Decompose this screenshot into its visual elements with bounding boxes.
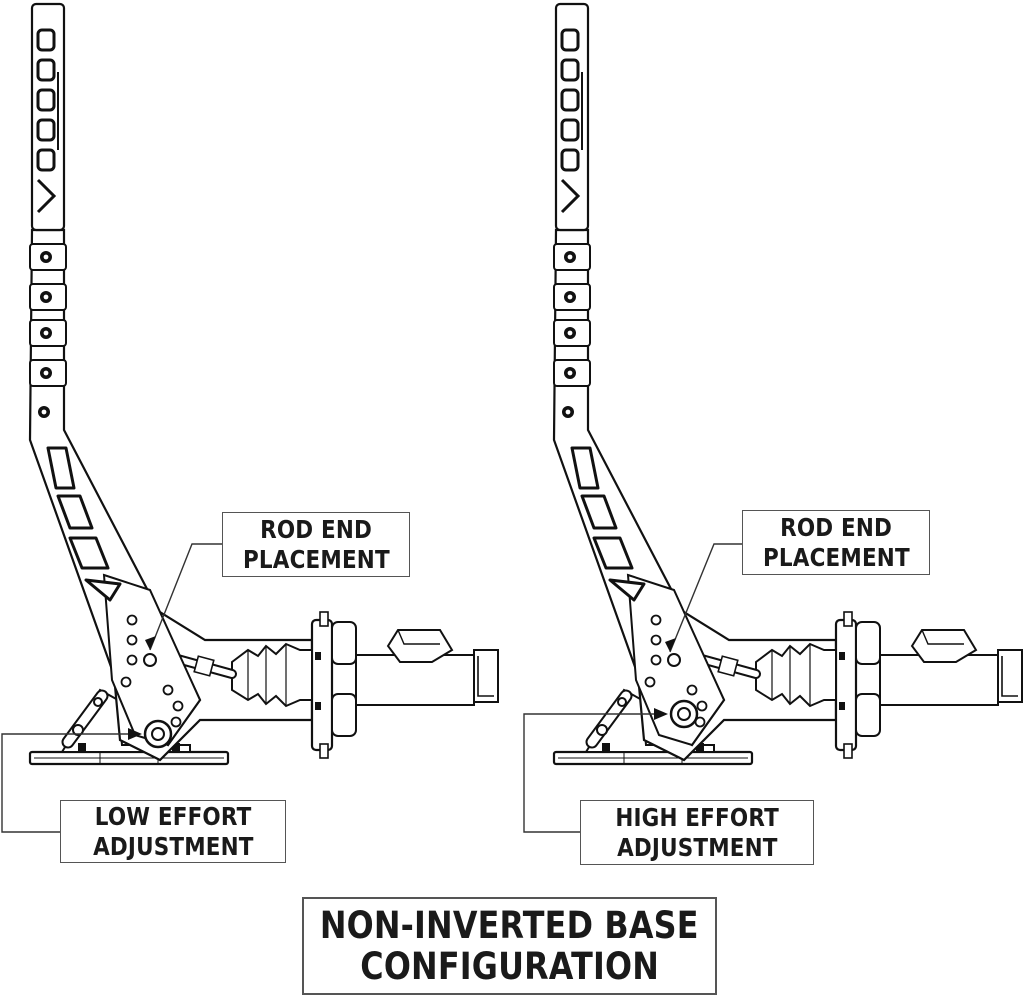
- callout-rod-end-right-line2: PLACEMENT: [762, 542, 910, 572]
- handbrake-right: [523, 4, 1022, 833]
- callout-high-effort-line1: HIGH EFFORT: [615, 803, 779, 832]
- callout-rod-end-right-line1: ROD END: [780, 513, 892, 542]
- callout-rod-end-left: ROD END PLACEMENT: [222, 512, 410, 577]
- callout-high-effort: HIGH EFFORT ADJUSTMENT: [580, 800, 814, 865]
- title-box: NON-INVERTED BASE CONFIGURATION: [302, 897, 717, 995]
- callout-low-effort: LOW EFFORT ADJUSTMENT: [60, 800, 286, 863]
- title-line2: CONFIGURATION: [360, 945, 659, 988]
- callout-rod-end-left-line2: PLACEMENT: [242, 544, 390, 574]
- callout-low-effort-line2: ADJUSTMENT: [92, 831, 254, 861]
- title-line1: NON-INVERTED BASE: [320, 903, 699, 947]
- leader-rod-end-left: [149, 543, 222, 651]
- handbrake-left: [1, 4, 498, 833]
- callout-rod-end-left-line1: ROD END: [260, 515, 372, 544]
- callout-low-effort-line1: LOW EFFORT: [94, 802, 252, 831]
- callout-rod-end-right: ROD END PLACEMENT: [742, 510, 930, 575]
- leader-rod-end-right: [669, 543, 742, 653]
- leader-low-effort: [1, 733, 138, 833]
- callout-high-effort-line2: ADJUSTMENT: [616, 832, 778, 862]
- leader-high-effort: [523, 713, 664, 833]
